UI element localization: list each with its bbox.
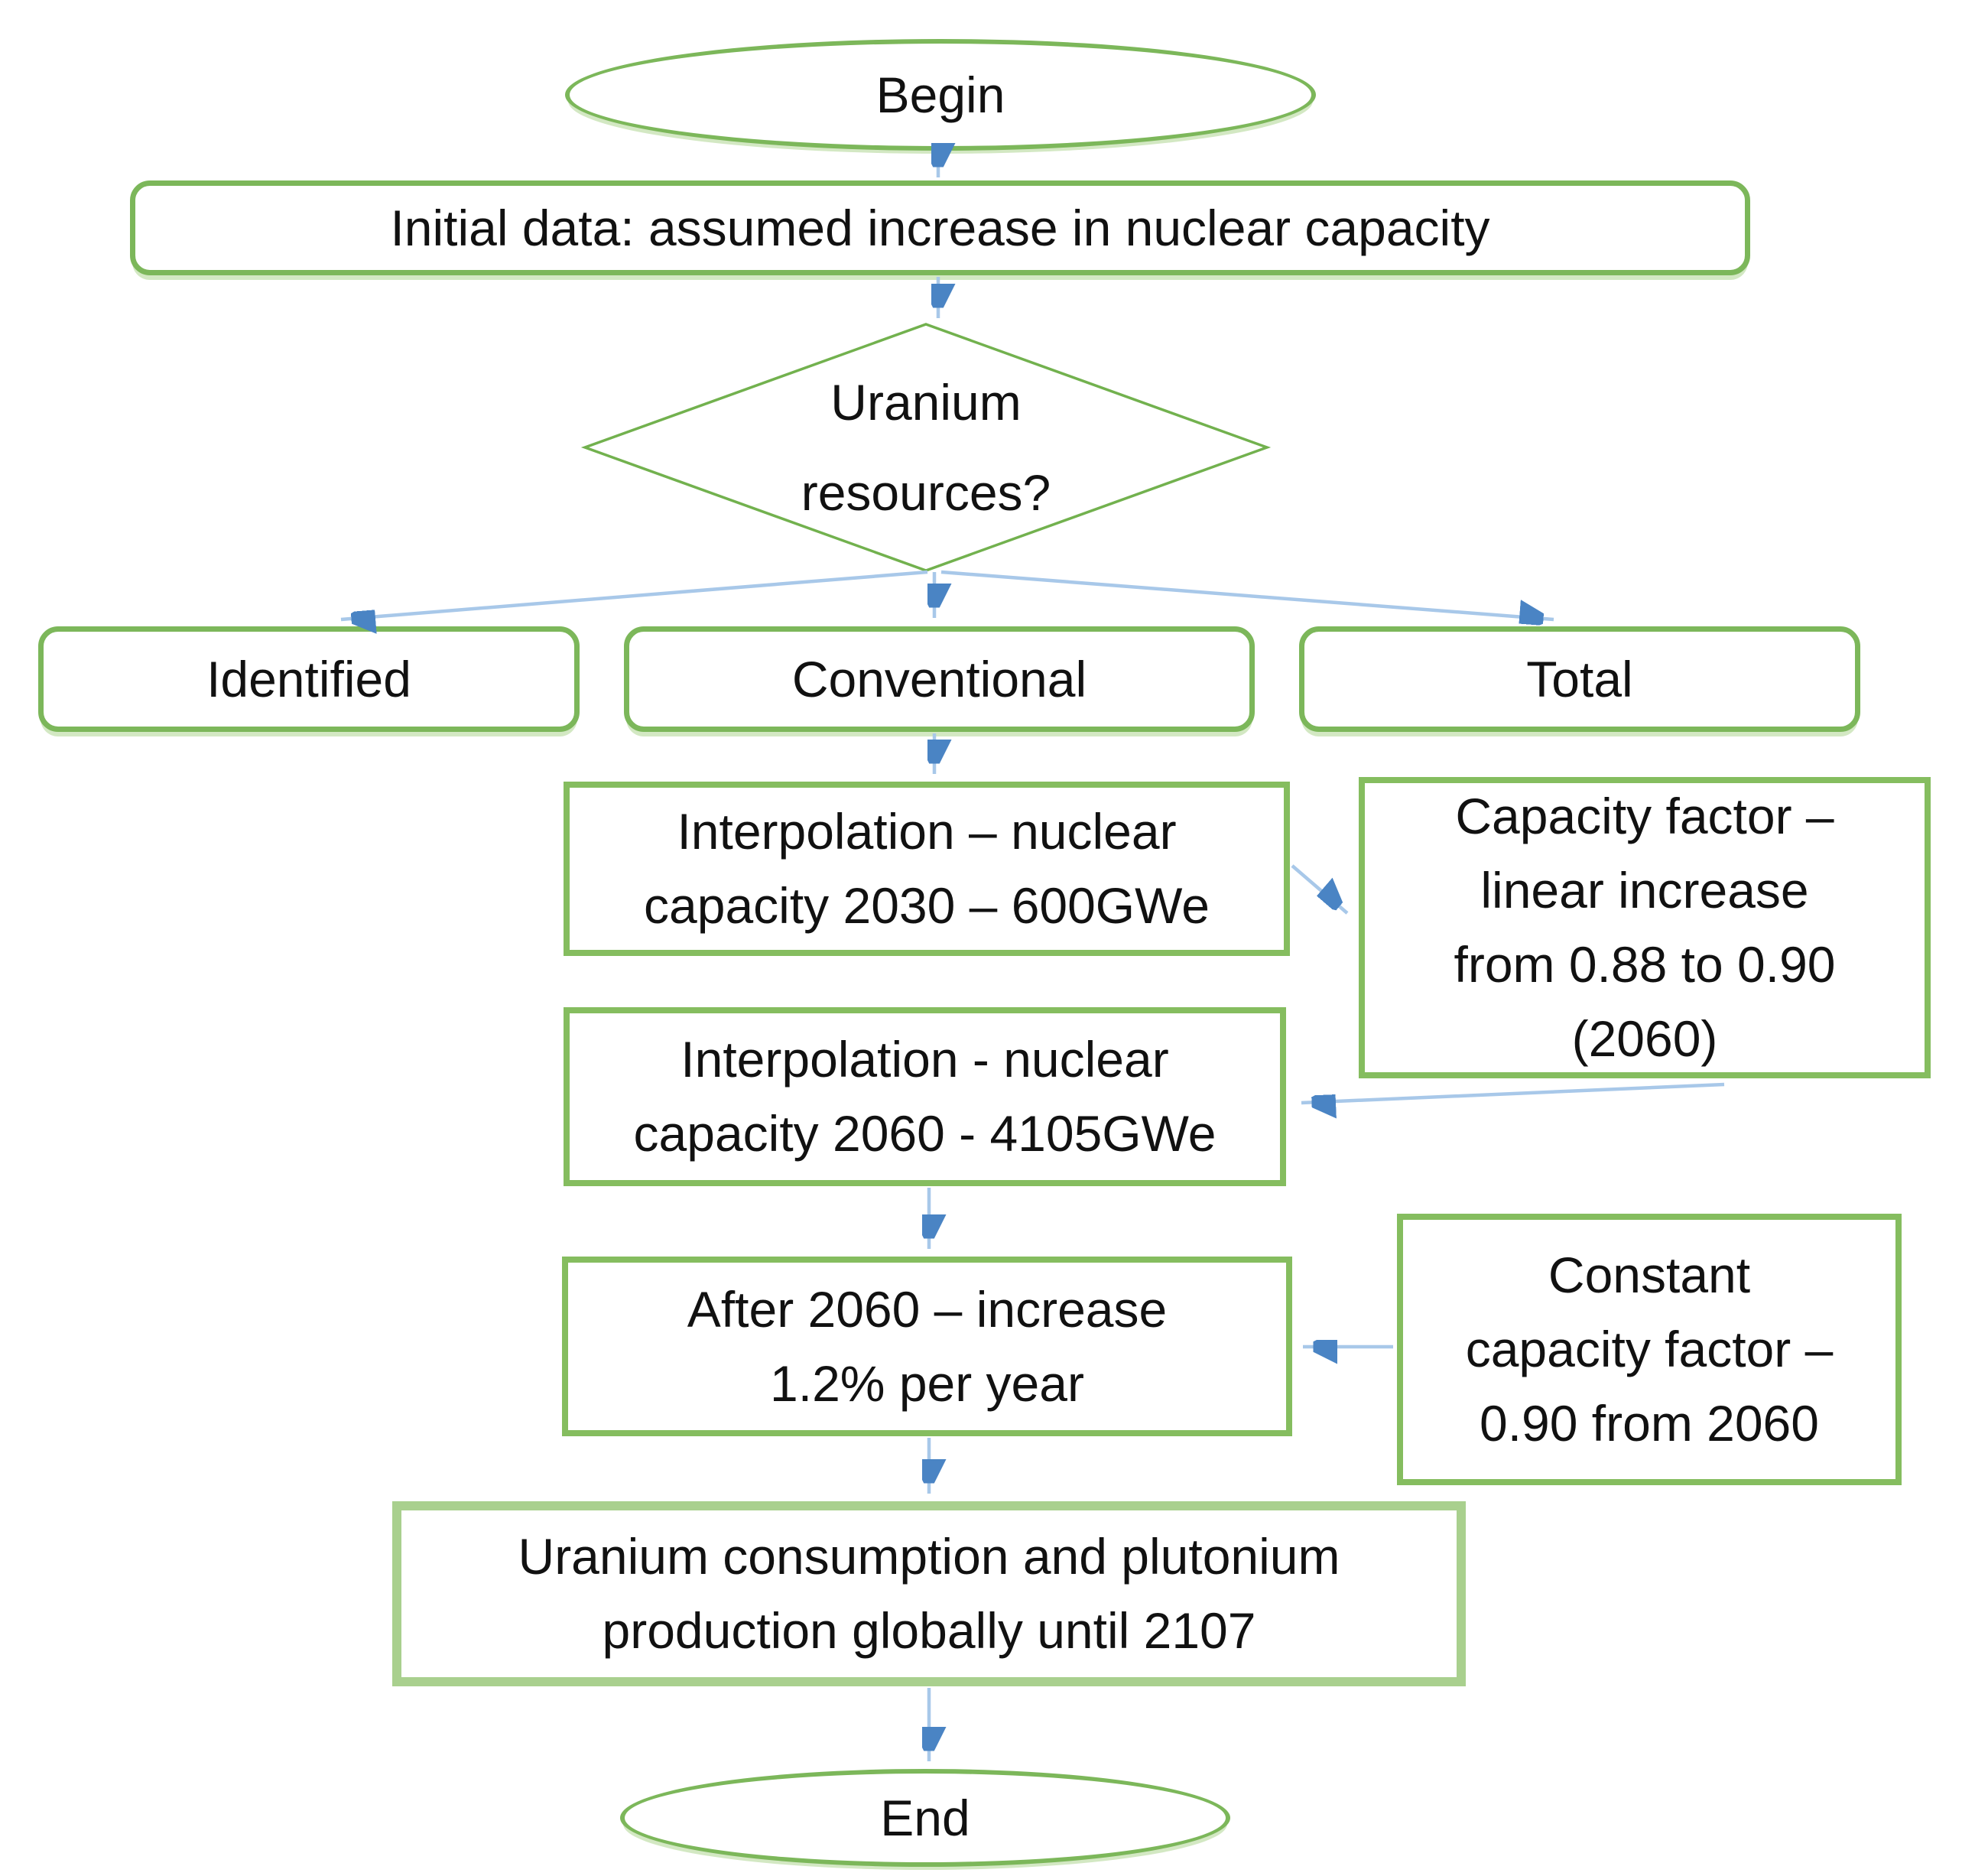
interp2060-line-1: Interpolation - nuclear	[681, 1031, 1169, 1088]
arrow-decision-to-total	[940, 570, 1554, 619]
conventional-label: Conventional	[791, 650, 1087, 707]
interpolation-2030-process: Interpolation – nuclear capacity 2030 – …	[564, 782, 1290, 956]
arrow-interp2030-to-capacity-note	[1291, 864, 1349, 915]
interp2030-line-1: Interpolation – nuclear	[677, 803, 1177, 860]
uranium-resources-decision: Uranium resources?	[585, 324, 1267, 571]
capacity-note-line-4: (2060)	[1571, 1010, 1718, 1067]
decision-line-1: Uranium	[830, 374, 1022, 431]
consumption-line-2: production globally until 2107	[602, 1602, 1256, 1659]
after-2060-process: After 2060 – increase 1.2% per year	[562, 1257, 1292, 1436]
capacity-factor-note: Capacity factor – linear increase from 0…	[1359, 777, 1931, 1078]
constant-note-line-1: Constant	[1548, 1247, 1751, 1303]
interp2030-line-2: capacity 2030 – 600GWe	[644, 877, 1210, 934]
interp2060-line-2: capacity 2060 - 4105GWe	[633, 1105, 1217, 1162]
end-terminator: End	[620, 1769, 1230, 1867]
begin-terminator: Begin	[565, 39, 1316, 151]
end-label: End	[880, 1789, 970, 1846]
arrow-capacity-note-to-interp2060	[1301, 1082, 1725, 1103]
branch-identified: Identified	[38, 626, 580, 732]
begin-label: Begin	[875, 66, 1005, 123]
identified-label: Identified	[206, 650, 411, 707]
after2060-line-1: After 2060 – increase	[687, 1280, 1168, 1338]
consumption-line-1: Uranium consumption and plutonium	[518, 1528, 1340, 1585]
initial-data-process: Initial data: assumed increase in nuclea…	[130, 180, 1750, 275]
interpolation-2060-process: Interpolation - nuclear capacity 2060 - …	[564, 1007, 1286, 1186]
constant-note-line-2: capacity factor –	[1465, 1321, 1834, 1377]
arrow-decision-to-identified	[340, 570, 928, 619]
total-label: Total	[1526, 650, 1633, 707]
constant-capacity-factor-note: Constant capacity factor – 0.90 from 206…	[1397, 1214, 1902, 1485]
after2060-line-2: 1.2% per year	[770, 1354, 1084, 1412]
initial-data-label: Initial data: assumed increase in nuclea…	[390, 199, 1490, 256]
capacity-note-line-1: Capacity factor –	[1455, 788, 1834, 844]
branch-conventional: Conventional	[624, 626, 1255, 732]
capacity-note-line-2: linear increase	[1480, 862, 1809, 918]
constant-note-line-3: 0.90 from 2060	[1480, 1395, 1819, 1452]
branch-total: Total	[1299, 626, 1860, 732]
capacity-note-line-3: from 0.88 to 0.90	[1454, 936, 1836, 993]
decision-line-2: resources?	[801, 464, 1051, 521]
consumption-process: Uranium consumption and plutonium produc…	[392, 1501, 1466, 1686]
